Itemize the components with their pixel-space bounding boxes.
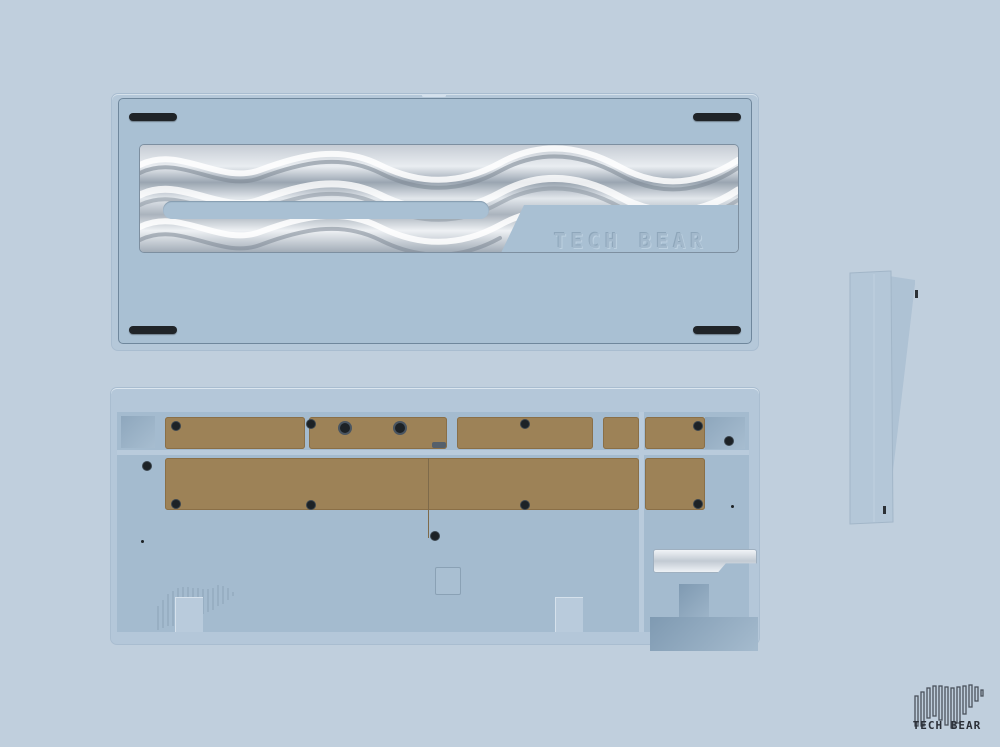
- screw-hole: [340, 423, 350, 433]
- brand-emboss-text: TECH BEAR: [554, 229, 708, 253]
- case-tab: [175, 597, 203, 632]
- rubber-foot: [129, 113, 177, 121]
- rubber-foot: [693, 113, 741, 121]
- screw-hole: [143, 462, 151, 470]
- screw-hole: [431, 532, 439, 540]
- pcb-main: [165, 458, 639, 510]
- logo-text: TECH BEAR: [912, 719, 982, 732]
- pcb-plate: [603, 417, 639, 449]
- case-tray: [117, 412, 758, 651]
- screw-hole: [694, 422, 702, 430]
- screw-hole: [172, 422, 180, 430]
- small-hole: [141, 540, 144, 543]
- window-cutout: [500, 205, 738, 252]
- usb-notch: [422, 94, 446, 97]
- usb-connector: [432, 442, 446, 448]
- corner-pocket: [705, 417, 745, 449]
- bottom-plate: TECH BEAR: [118, 98, 752, 344]
- pcb-plate: [309, 417, 447, 449]
- small-hole: [731, 505, 734, 508]
- side-profile-view: [849, 270, 918, 525]
- divider-rib: [117, 450, 749, 455]
- screw-hole: [307, 420, 315, 428]
- case-tab: [555, 597, 583, 632]
- divider-rib: [639, 412, 644, 632]
- corner-pocket: [121, 416, 155, 448]
- trace-line: [428, 458, 429, 538]
- pcb-plate: [165, 417, 305, 449]
- screw-hole: [172, 500, 180, 508]
- top-case-view: [111, 388, 759, 651]
- screw-hole: [521, 501, 529, 509]
- rubber-foot: [693, 326, 741, 334]
- mini-wave-weight: [653, 549, 757, 573]
- weight-slot: [163, 201, 489, 219]
- screw-hole: [521, 420, 529, 428]
- stabilizer-pad: [435, 567, 461, 595]
- bottom-case-view: TECH BEAR: [112, 94, 758, 350]
- t-pocket: [650, 617, 758, 651]
- wave-weight-window: [139, 144, 739, 253]
- screw-hole: [694, 500, 702, 508]
- screw-hole: [395, 423, 405, 433]
- bear-bars-icon: [914, 684, 984, 729]
- screw-hole: [307, 501, 315, 509]
- rubber-foot: [129, 326, 177, 334]
- screw-hole: [725, 437, 733, 445]
